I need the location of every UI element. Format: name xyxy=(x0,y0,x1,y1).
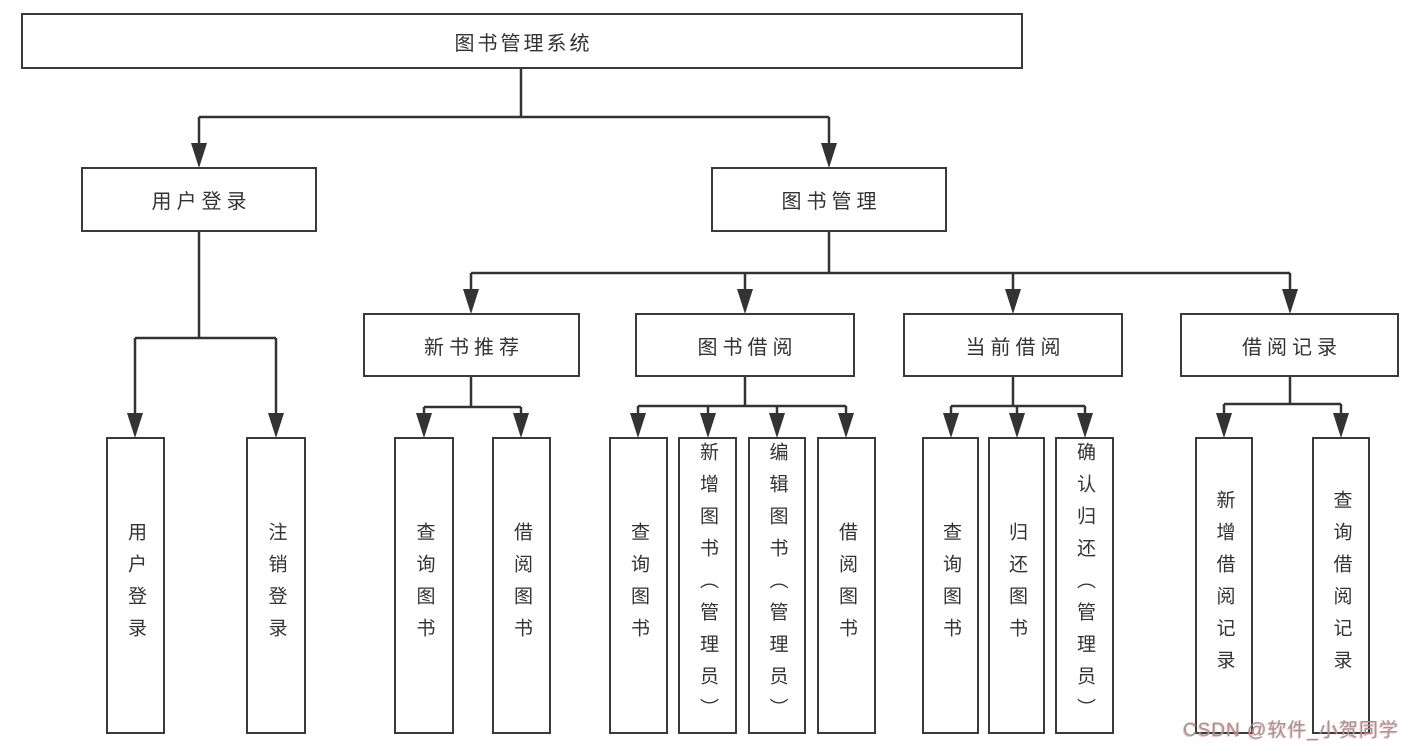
arrow-icon xyxy=(191,143,207,168)
node-current-borrowing-label: 当前借阅 xyxy=(965,336,1066,359)
connector-bookborrow-children xyxy=(636,377,848,416)
leaf-logout-label: 注销登录 xyxy=(265,521,287,650)
leaf-borrowing-borrow-books: 借阅图书 xyxy=(817,437,876,734)
leaf-current-confirm-return-admin: 确认归还（管理员） xyxy=(1055,437,1114,734)
leaf-records-add-record: 新增借阅记录 xyxy=(1195,437,1253,734)
leaf-current-confirm-return-admin-label: 确认归还（管理员） xyxy=(1074,441,1095,730)
connector-currentborrow-children xyxy=(949,377,1087,416)
leaf-user-login-label: 用户登录 xyxy=(125,521,146,650)
arrow-icon xyxy=(127,413,143,438)
leaf-records-query-record-label: 查询借阅记录 xyxy=(1330,489,1352,682)
node-user-login: 用户登录 xyxy=(81,167,317,232)
arrow-icon xyxy=(268,413,284,438)
node-root: 图书管理系统 xyxy=(21,13,1023,69)
arrow-icon xyxy=(838,413,854,438)
node-book-management: 图书管理 xyxy=(711,167,947,232)
leaf-logout: 注销登录 xyxy=(246,437,306,734)
leaf-newbooks-query-books: 查询图书 xyxy=(394,437,454,734)
csdn-watermark: CSDN @软件_小贺同学 xyxy=(1183,720,1399,741)
leaf-current-query-books-label: 查询图书 xyxy=(940,521,961,650)
leaf-current-return-books-label: 归还图书 xyxy=(1006,521,1027,650)
arrow-icon xyxy=(463,289,479,314)
arrow-icon xyxy=(630,413,646,438)
leaf-newbooks-borrow-books-label: 借阅图书 xyxy=(511,521,532,650)
node-user-login-label: 用户登录 xyxy=(151,191,252,213)
leaf-borrowing-add-books-admin-label: 新增图书（管理员） xyxy=(697,441,718,730)
arrowheads xyxy=(127,143,1349,438)
connector-bookmgmt-children xyxy=(469,232,1292,292)
arrow-icon xyxy=(1005,289,1021,314)
leaf-current-query-books: 查询图书 xyxy=(922,437,979,734)
connector-newbooks-children xyxy=(422,377,523,416)
node-new-book-recommend-label: 新书推荐 xyxy=(424,336,524,359)
arrow-icon xyxy=(737,289,753,314)
leaf-newbooks-query-books-label: 查询图书 xyxy=(413,521,435,650)
arrow-icon xyxy=(1216,413,1232,438)
leaf-newbooks-borrow-books: 借阅图书 xyxy=(492,437,551,734)
arrow-icon xyxy=(700,413,716,438)
leaf-current-return-books: 归还图书 xyxy=(988,437,1045,734)
node-borrow-records: 借阅记录 xyxy=(1180,313,1399,377)
node-book-borrowing-label: 图书借阅 xyxy=(697,336,798,359)
node-new-book-recommend: 新书推荐 xyxy=(363,313,580,377)
leaf-user-login: 用户登录 xyxy=(106,437,165,734)
leaf-records-query-record: 查询借阅记录 xyxy=(1312,437,1370,734)
leaf-records-add-record-label: 新增借阅记录 xyxy=(1213,489,1235,682)
arrow-icon xyxy=(821,143,837,168)
connector-root-to-level2 xyxy=(197,69,831,146)
arrow-icon xyxy=(1333,413,1349,438)
arrow-icon xyxy=(769,413,785,438)
arrow-icon xyxy=(1282,289,1298,314)
node-borrow-records-label: 借阅记录 xyxy=(1242,336,1342,359)
arrow-icon xyxy=(943,413,959,438)
leaf-borrowing-query-books-label: 查询图书 xyxy=(628,521,649,650)
arrow-icon xyxy=(513,413,529,438)
leaf-borrowing-edit-books-admin: 编辑图书（管理员） xyxy=(748,437,806,734)
leaf-borrowing-borrow-books-label: 借阅图书 xyxy=(836,521,857,650)
node-book-management-label: 图书管理 xyxy=(781,191,882,213)
leaf-borrowing-query-books: 查询图书 xyxy=(609,437,668,734)
arrow-icon xyxy=(1009,413,1025,438)
node-root-label: 图书管理系统 xyxy=(454,32,593,55)
node-current-borrowing: 当前借阅 xyxy=(903,313,1123,377)
connector-userlogin-children xyxy=(133,232,278,416)
leaf-borrowing-add-books-admin: 新增图书（管理员） xyxy=(678,437,737,734)
arrow-icon xyxy=(416,413,432,438)
arrow-icon xyxy=(1077,413,1093,438)
leaf-borrowing-edit-books-admin-label: 编辑图书（管理员） xyxy=(766,441,788,730)
connector-records-children xyxy=(1222,377,1343,416)
node-book-borrowing: 图书借阅 xyxy=(635,313,855,377)
